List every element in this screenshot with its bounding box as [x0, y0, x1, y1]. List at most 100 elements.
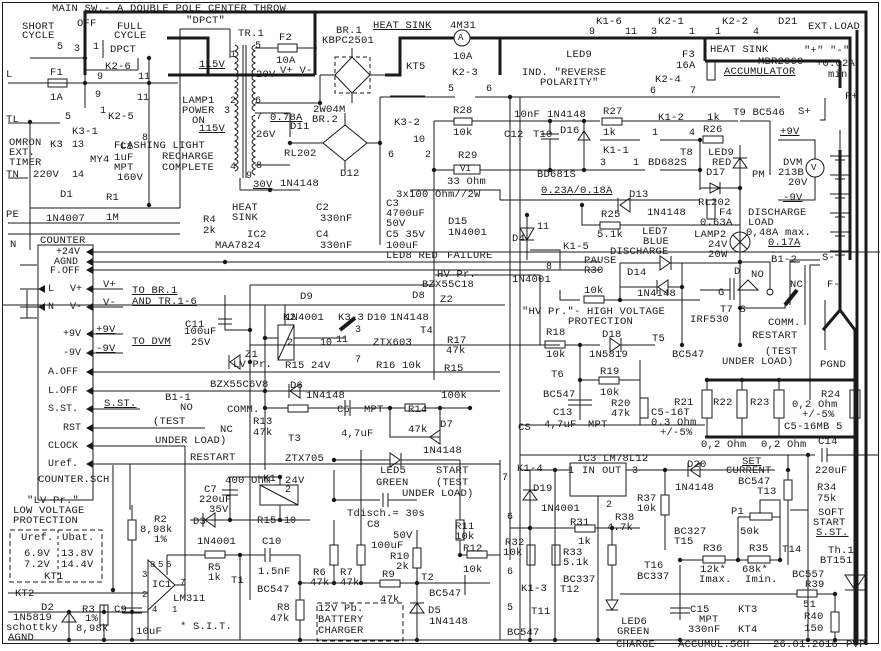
led6-label: LED6: [621, 616, 648, 628]
d14-type: 1N4148: [637, 288, 677, 300]
b1-1-nc: NC: [220, 424, 234, 436]
c13-value: 4,7uF: [544, 419, 577, 431]
d19-type: 1N4001: [541, 503, 581, 515]
r24-type: C5-16MB 5: [784, 421, 843, 433]
s-plus-label: S+: [798, 106, 812, 118]
counter-pin-m9v: -9V: [63, 348, 82, 359]
r13-label: R13: [253, 416, 273, 428]
ammeter-label: 4M31: [450, 20, 477, 32]
k1-label: K1: [263, 473, 277, 485]
resistor-r34: [784, 480, 792, 500]
f1-value: 1A: [50, 92, 64, 104]
counter-vminus-wire: V-: [103, 297, 117, 309]
t4-type: ZTX603: [373, 337, 413, 349]
r4-value: 2k: [203, 225, 217, 237]
k1-voltage: 24V: [285, 475, 305, 487]
resistor-r9: [380, 580, 400, 587]
r12-label: R12: [463, 543, 483, 555]
r29-note: 3x100 Ohm//2W: [396, 189, 481, 201]
lv-title: "LV Pr.": [27, 495, 80, 507]
load-max: 0,48A max.: [746, 227, 812, 239]
ic1-pin-8: 8: [150, 560, 156, 570]
pm-label: PM: [752, 169, 766, 181]
tr1-primary-b: 115V: [199, 123, 226, 135]
short-cycle-label-2: CYCLE: [22, 30, 55, 42]
r3-value: 8,98k: [76, 623, 109, 635]
r6-value: 47k: [310, 577, 330, 589]
ic1-pin-3: 3: [142, 570, 148, 580]
r21-label: R21: [674, 397, 694, 409]
k3-type: MY4: [90, 154, 110, 166]
r28-label: R28: [453, 105, 473, 117]
dvm-glyph: V: [811, 163, 817, 173]
terminal-n: N: [10, 239, 17, 251]
t6-label: T6: [551, 369, 565, 381]
r10-value: 2k: [396, 561, 410, 573]
c14-value: 220uF: [815, 465, 848, 477]
counter-m9v-wire: -9V: [96, 343, 116, 355]
d6-label: D6: [290, 380, 304, 392]
r32-label: R32: [505, 537, 525, 549]
resistor-r24: [850, 390, 860, 418]
d7-label: D7: [440, 419, 454, 431]
counter-pin-markers: [38, 248, 93, 468]
t16-label: T16: [644, 560, 664, 572]
t7-drain: D: [734, 266, 741, 278]
k3-pin-14: 14: [72, 170, 85, 181]
accumulator-label: ACCUMULATOR: [724, 66, 796, 78]
tr1-pin-1: 1: [230, 50, 237, 61]
r14-label: R14: [408, 404, 428, 416]
d15-label: D15: [448, 216, 468, 228]
c8-value: 100uF: [371, 540, 404, 552]
ic1-label: IC1: [152, 579, 172, 591]
current-023-018: 0.23A/0.18A: [541, 185, 613, 197]
k2-pin-10: 10: [320, 338, 333, 349]
t8-type: BD682S: [648, 157, 688, 169]
r33-value: 5.1k: [563, 557, 590, 569]
counter-pin-clock: CLOCK: [48, 441, 79, 452]
counter-title: COUNTER: [40, 235, 86, 247]
discharge-load-label: DISCHARGE: [748, 207, 807, 219]
counter-pin-loff: L.OFF: [48, 386, 79, 397]
c4-value: 330nF: [320, 240, 353, 252]
t14-type: BC557: [792, 569, 825, 581]
resistor-r22: [737, 390, 747, 418]
tr1-pin-9: 9: [246, 171, 253, 182]
k1-4-pin-7: 7: [502, 473, 509, 484]
counter-pin-aoff: A.OFF: [48, 367, 79, 378]
test-left: (TEST: [153, 416, 186, 428]
k2-6-pin-9: 9: [97, 72, 104, 83]
c6-label: C6: [337, 404, 351, 416]
k2-6-pin-11: 11: [138, 72, 151, 83]
r18-value: 10k: [546, 349, 566, 361]
r32-value: 10k: [503, 547, 523, 559]
d4-label: D4: [512, 233, 526, 245]
current-078a: 0.78A: [270, 112, 303, 124]
ext-load-label: EXT.LOAD: [808, 21, 861, 33]
r5-value: 1k: [208, 572, 222, 584]
r37-value: 10k: [637, 503, 657, 515]
t11-label: T11: [531, 606, 551, 618]
r31-label: R31: [570, 517, 590, 529]
r8-label: R8: [277, 602, 291, 614]
d17-label: D17: [706, 167, 726, 179]
r23-value: 0,2 Ohm: [761, 439, 807, 451]
counter-pin-rst: RST: [63, 423, 82, 434]
r22-label: R22: [713, 397, 733, 409]
r39-label: R39: [805, 579, 825, 591]
lv-col-ubat: Ubat.: [62, 532, 95, 544]
ic3-label: IC3 LM78L12: [577, 453, 649, 465]
z1-type: BZX55C6V8: [210, 379, 269, 391]
full-cycle-label-2: CYCLE: [114, 30, 147, 42]
led6-color: GREEN: [617, 626, 650, 638]
discharge-load-label-2: LOAD: [748, 217, 775, 229]
th1-type: BT151: [820, 555, 853, 567]
r34-value: 75k: [817, 493, 837, 505]
d2-note: schottky: [6, 622, 59, 634]
footer-author: PVP: [846, 639, 866, 651]
under-load-left: UNDER LOAD): [155, 435, 227, 447]
k3-1-pin-1: 1: [100, 106, 107, 117]
r39-value: 51: [803, 599, 817, 611]
vplus-vminus: V+ V-: [280, 65, 313, 77]
k2-5-pin-8: 8: [142, 133, 149, 144]
